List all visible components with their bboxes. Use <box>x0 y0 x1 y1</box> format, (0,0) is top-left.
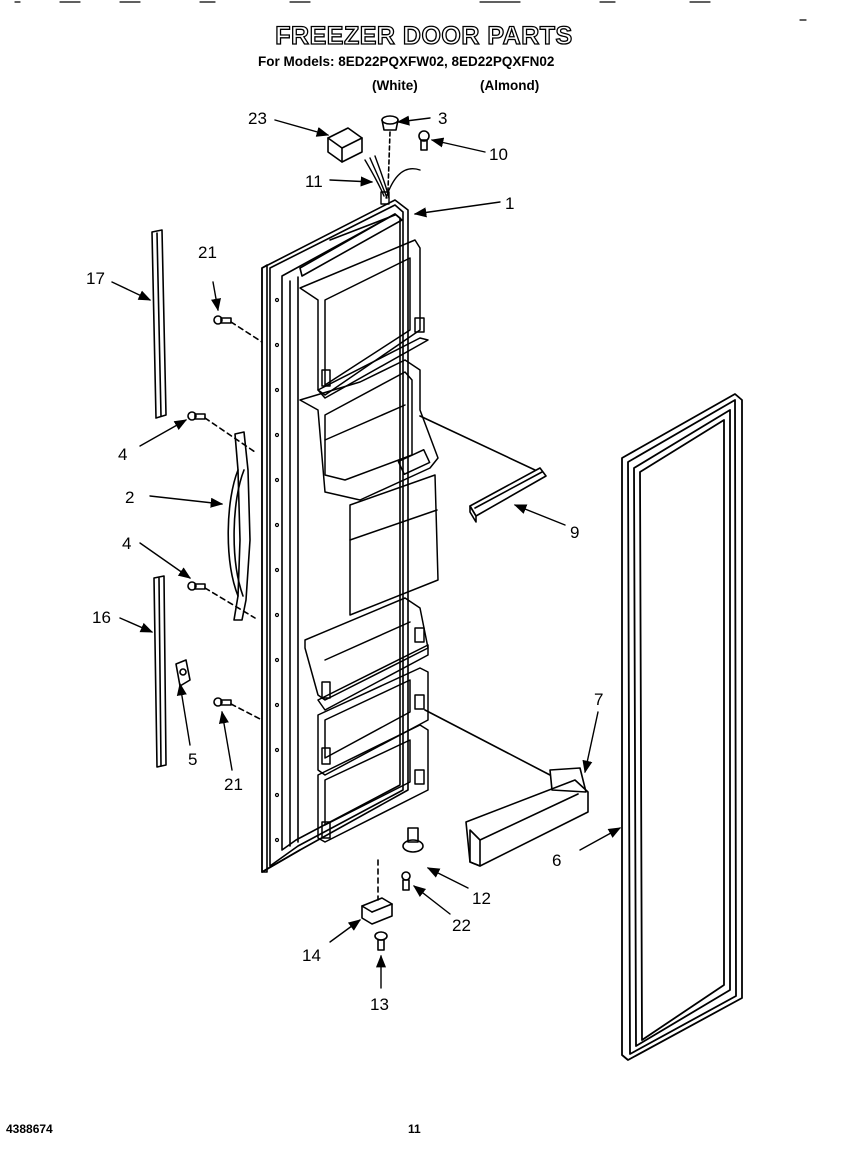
callout-1: 1 <box>505 194 514 213</box>
diagram-title: FREEZER DOOR PARTS <box>275 21 573 50</box>
callout-4-upper: 4 <box>118 445 127 464</box>
door-bin-7 <box>424 709 589 867</box>
callout-3: 3 <box>438 109 447 128</box>
screw-21-lower <box>213 697 263 721</box>
callout-23: 23 <box>248 109 267 128</box>
wire-connector <box>327 127 363 163</box>
wire-harness <box>364 155 421 205</box>
callout-17: 17 <box>86 269 105 288</box>
models-line: For Models: 8ED22PQXFW02, 8ED22PQXFN02 <box>258 54 555 69</box>
clip-5 <box>175 659 191 687</box>
callout-16: 16 <box>92 608 111 627</box>
door-handle <box>227 431 251 621</box>
trim-strip-9 <box>419 415 547 523</box>
screw-13 <box>374 931 388 951</box>
callout-labels: 23 3 10 11 1 21 17 4 2 4 9 16 7 5 21 6 1… <box>86 109 603 1014</box>
leader-arrows <box>111 115 622 989</box>
freezer-door-panel <box>261 199 409 873</box>
screw-10 <box>418 130 430 151</box>
callout-21-upper: 21 <box>198 243 217 262</box>
callout-11: 11 <box>305 172 323 191</box>
callout-2: 2 <box>125 488 134 507</box>
callout-5: 5 <box>188 750 197 769</box>
callout-4-lower: 4 <box>122 534 131 553</box>
callout-21-lower: 21 <box>224 775 243 794</box>
door-gasket-frame <box>621 393 743 1061</box>
hinge-bracket-14 <box>361 859 393 925</box>
page-number: 11 <box>408 1122 421 1136</box>
callout-13: 13 <box>370 995 389 1014</box>
callout-12: 12 <box>472 889 491 908</box>
variant-almond-label: (Almond) <box>480 78 540 93</box>
callout-22: 22 <box>452 916 471 935</box>
callout-9: 9 <box>570 523 579 542</box>
callout-6: 6 <box>552 851 561 870</box>
document-number: 4388674 <box>6 1122 53 1136</box>
screw-22 <box>401 871 411 891</box>
gasket-strip-16 <box>153 575 167 768</box>
callout-7: 7 <box>594 690 603 709</box>
callout-14: 14 <box>302 946 321 965</box>
gasket-strip-17 <box>151 229 167 419</box>
top-edge-marks <box>14 1 807 21</box>
hinge-pin-12 <box>402 827 424 853</box>
screw-21-upper <box>213 315 263 343</box>
variant-white-label: (White) <box>372 78 418 93</box>
screw-4-upper <box>187 411 256 453</box>
door-liner-shelves <box>299 239 439 843</box>
callout-10: 10 <box>489 145 508 164</box>
screw-4-lower <box>187 581 256 619</box>
